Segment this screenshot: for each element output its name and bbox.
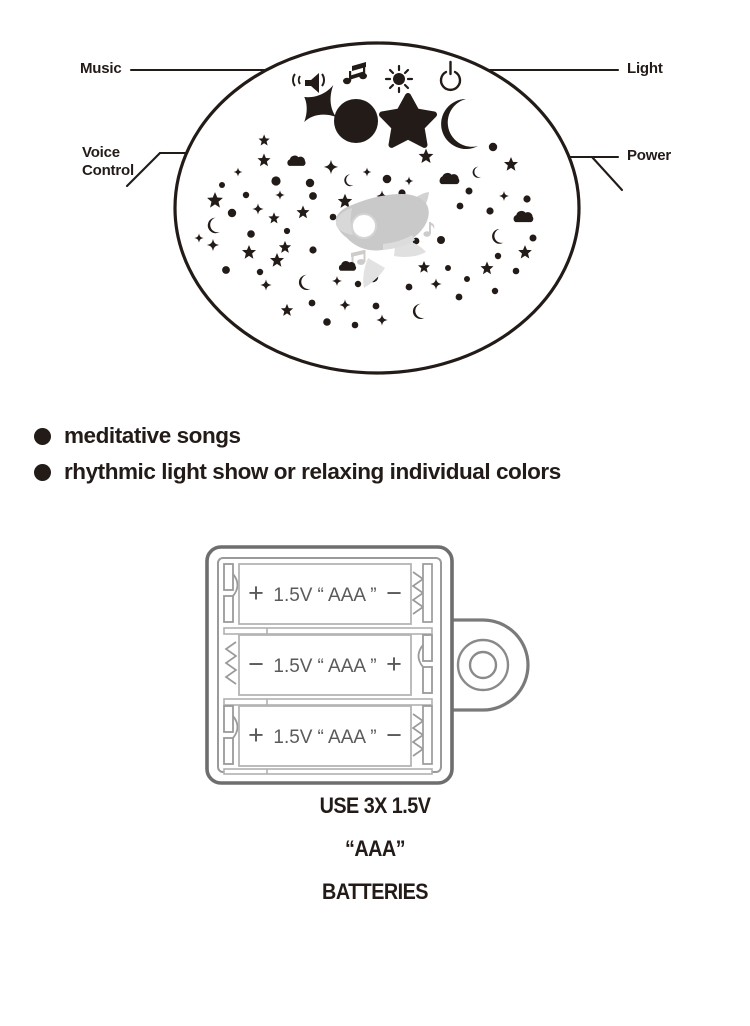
callout-label-power: Power [627, 147, 672, 164]
rocket-graphic [335, 192, 429, 288]
leader-line-voice-d [125, 151, 162, 188]
bullet-icon [34, 427, 51, 445]
callout-label-music: Music [80, 60, 122, 77]
list-item: meditative songs [34, 418, 724, 454]
slot-1-right-terminal: − [386, 578, 402, 608]
voice-control-button[interactable] [304, 85, 336, 123]
feature-list: meditative songs rhythmic light show or … [34, 418, 724, 490]
battery-note-line-1: USE 3X 1.5V [319, 793, 431, 818]
battery-cell [238, 634, 412, 696]
battery-cell [238, 563, 412, 625]
battery-slot-1: + 1.5V“ AAA ” − [223, 563, 433, 625]
slot-divider-bottom [223, 768, 433, 775]
slot-3-spec: 1.5V“ AAA ” [273, 727, 376, 748]
music-note-icon [343, 62, 367, 85]
bullet-icon [34, 463, 51, 481]
feature-text: rhythmic light show or relaxing individu… [64, 459, 561, 484]
light-button[interactable] [379, 93, 437, 148]
slot-divider-2 [223, 698, 433, 706]
battery-note-line-2: “AAA” [344, 836, 406, 861]
power-button[interactable] [441, 99, 478, 149]
leader-line-power-d [590, 155, 624, 192]
battery-cell [238, 705, 412, 767]
slot-2-spec: 1.5V“ AAA ” [273, 656, 376, 677]
battery-note-line-3: BATTERIES [322, 879, 428, 904]
battery-slot-2: − 1.5V“ AAA ” + [224, 634, 433, 696]
projected-music-note-right [423, 222, 435, 237]
slot-2-left-terminal: − [248, 649, 264, 679]
spring-contact [224, 641, 238, 685]
slot-divider-1 [223, 627, 433, 635]
callout-label-voice-control: Voice Control [82, 144, 134, 179]
spring-contact [411, 705, 433, 765]
battery-compartment-diagram: + 1.5V“ AAA ” − − 1.5V“ AAA ” + [205, 545, 530, 785]
slot-1-left-terminal: + [248, 578, 264, 608]
sun-icon [384, 64, 414, 94]
slot-1-spec: 1.5V“ AAA ” [273, 585, 376, 606]
speaker-icon [292, 73, 325, 93]
slot-2-right-terminal: + [386, 649, 402, 679]
star-projector-diagram [125, 41, 624, 375]
list-item: rhythmic light show or relaxing individu… [34, 454, 724, 490]
power-icon [439, 60, 462, 92]
slot-3-right-terminal: − [386, 720, 402, 750]
music-button[interactable] [334, 99, 378, 143]
spring-contact [411, 563, 433, 623]
feature-text: meditative songs [64, 423, 241, 448]
battery-note: USE 3X 1.5V “AAA” BATTERIES [0, 795, 750, 924]
slot-3-left-terminal: + [248, 720, 264, 750]
callout-label-light: Light [627, 60, 663, 77]
battery-slot-3: + 1.5V“ AAA ” − [223, 705, 433, 767]
screw-hole-inner [468, 650, 498, 680]
projected-music-note-left [345, 250, 366, 268]
